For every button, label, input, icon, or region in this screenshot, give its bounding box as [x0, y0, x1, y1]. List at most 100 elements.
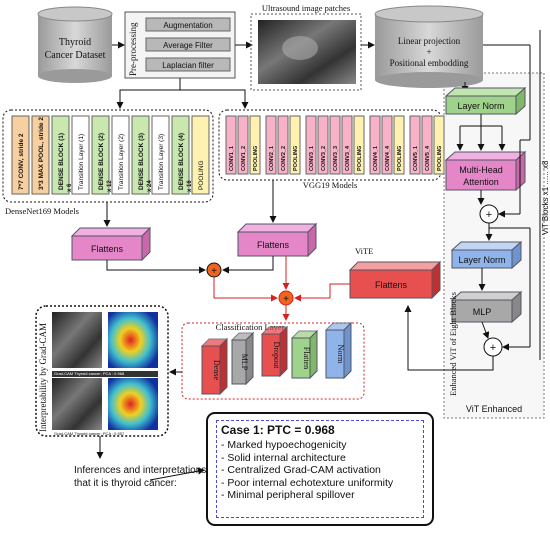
vit-enhanced-label: Enhanced ViT of Eight Blocks: [448, 292, 458, 396]
densenet-layer-label: 3*3 MAX POOL, stride 2: [38, 117, 45, 190]
densenet-multiplier: x 16: [187, 180, 193, 192]
arrow-plus1-plus2: [213, 277, 278, 302]
vgg-layer: [277, 115, 289, 175]
case-title: Case 1: PTC = 0.968: [221, 423, 335, 437]
preprocessing-label: Pre-processing: [128, 22, 138, 76]
flattens-vite: Flattens: [348, 260, 442, 300]
patches-frame: [250, 13, 362, 91]
densenet-layer-label: POOLING: [198, 160, 205, 190]
densenet-layer-label: DENSE BLOCK (1): [58, 133, 65, 190]
densenet-layer-label: Transition Layer (2): [118, 134, 125, 190]
vgg-layer: [265, 115, 277, 175]
vite-label: ViTE: [355, 246, 373, 256]
vit-mha-label-2: Attention: [463, 177, 499, 187]
dataset-label-2: Cancer Dataset: [45, 50, 106, 61]
gradcam-label: Interpretability by Grad-CAM: [38, 323, 48, 432]
classification-layer-label: Norm: [336, 345, 345, 364]
densenet-multiplier: x 24: [147, 180, 153, 192]
preprocessing-box: Pre-processing Augmentation Average Filt…: [124, 11, 236, 79]
densenet-layer-label: 7*7 CONV, stride 2: [18, 133, 25, 190]
densenet-layer: [31, 115, 50, 195]
vgg-layer: [225, 115, 237, 175]
inference-text: Inferences and interpretations that it i…: [74, 464, 214, 490]
case-card: Case 1: PTC = 0.968 - Marked hypoechogen…: [206, 412, 434, 526]
vit-blocks-label: ViT Blocks x1 ...... x8: [541, 160, 550, 235]
patches-label: Ultrasound image patches: [262, 3, 350, 13]
vgg-layer-label: POOLING: [357, 146, 363, 171]
vit-add-2-label: +: [490, 342, 496, 354]
arrow-dnflat-plus: [106, 260, 206, 274]
vgg-layer-label: CONV5_1: [413, 146, 419, 171]
vgg-layer: [381, 115, 393, 175]
average-filter-step: [145, 37, 231, 52]
vit-layer-norm-2-label: Layer Norm: [458, 255, 505, 265]
augmentation-text: Augmentation: [163, 21, 212, 30]
densenet-layer-label: DENSE BLOCK (2): [98, 133, 105, 190]
vgg-layer-label: CONV2_2: [281, 146, 287, 171]
classification-layer-side: [245, 331, 254, 386]
densenet-multiplier: x 6: [67, 183, 73, 192]
vgg-layer-label: CONV3_3: [333, 146, 339, 171]
densenet-layer-label: Transition Layer (1): [78, 134, 85, 190]
arrow-vite-plus2: [294, 283, 350, 302]
flattens-vgg-label: Flattens: [257, 240, 290, 250]
vgg-layer: [305, 115, 317, 175]
arrow-inference-case: [149, 467, 205, 481]
arrow-vit-to-vite: [404, 305, 494, 371]
densenet-layer-label: DENSE BLOCK (3): [138, 133, 145, 190]
case-item: - Centralized Grad-CAM activation: [221, 464, 381, 476]
densenet-layer: [51, 115, 70, 195]
fusion-plus-2-label: +: [283, 294, 289, 305]
embedding-line2: +: [426, 47, 431, 57]
vgg-layer-label: CONV4_4: [385, 145, 391, 171]
vgg-layer: [249, 115, 261, 175]
vgg-layer-label: POOLING: [253, 146, 259, 171]
classification-layer-label: Dense: [212, 360, 221, 380]
ultrasound-nodule: [282, 36, 318, 60]
vit-mlp-label: MLP: [473, 307, 492, 317]
vgg-layer: [433, 115, 445, 175]
vgg-layer: [393, 115, 405, 175]
gradcam-caption-2: Grad-CAM Thyroid cancer; PCA : 0.957: [54, 431, 125, 436]
classification-layer-side: [219, 337, 228, 396]
vgg-layer-label: CONV3_4: [345, 145, 351, 171]
classification-layer-side: [279, 325, 288, 378]
vgg-layer-label: CONV1_1: [229, 146, 235, 171]
vgg-layer: [369, 115, 381, 175]
dataset-label-1: Thyroid: [59, 37, 91, 48]
inference-line-1: Inferences and interpretations: [74, 465, 207, 476]
vit-enhanced-footer: ViT Enhanced: [466, 404, 522, 414]
classification-layer-label: MLP: [240, 354, 249, 371]
vit-mha-block: Multi-Head Attention: [444, 150, 527, 192]
vgg-layer: [289, 115, 301, 175]
densenet-layer: [131, 115, 150, 195]
gradcam-caption-bar-1: [52, 371, 158, 377]
vit-mha-label-1: Multi-Head: [459, 165, 503, 175]
vgg-layer: [341, 115, 353, 175]
vgg-layer-label: CONV2_1: [269, 146, 275, 171]
arrow-to-vgg: [180, 89, 249, 109]
vit-mlp-block: MLP: [450, 290, 523, 324]
gradcam-heatmap-1: [108, 312, 158, 368]
densenet-layer: [171, 115, 190, 195]
densenet-title: DenseNet169 Models: [5, 206, 79, 216]
case-item: - Marked hypoechogenicity: [221, 439, 347, 451]
vgg-layer-label: CONV4_1: [373, 146, 379, 171]
vgg-layer: [317, 115, 329, 175]
vgg-layer-label: POOLING: [397, 146, 403, 171]
embedding-line3: Positional embodding: [390, 58, 469, 68]
densenet-layer: [91, 115, 110, 195]
case-item: - Minimal peripheral spillover: [221, 489, 355, 501]
vit-add-1-label: +: [486, 209, 492, 221]
augmentation-step: [145, 17, 231, 32]
flattens-vgg: Flattens: [236, 222, 318, 258]
flattens-densenet-label: Flattens: [91, 244, 124, 254]
dataset-cylinder: Thyroid Cancer Dataset: [37, 6, 113, 83]
ultrasound-patches: Ultrasound image patches: [250, 3, 362, 91]
gradcam-heatmap-2: [108, 378, 158, 430]
laplacian-filter-text: Laplacian filter: [162, 61, 214, 70]
densenet-layer: [151, 115, 170, 195]
